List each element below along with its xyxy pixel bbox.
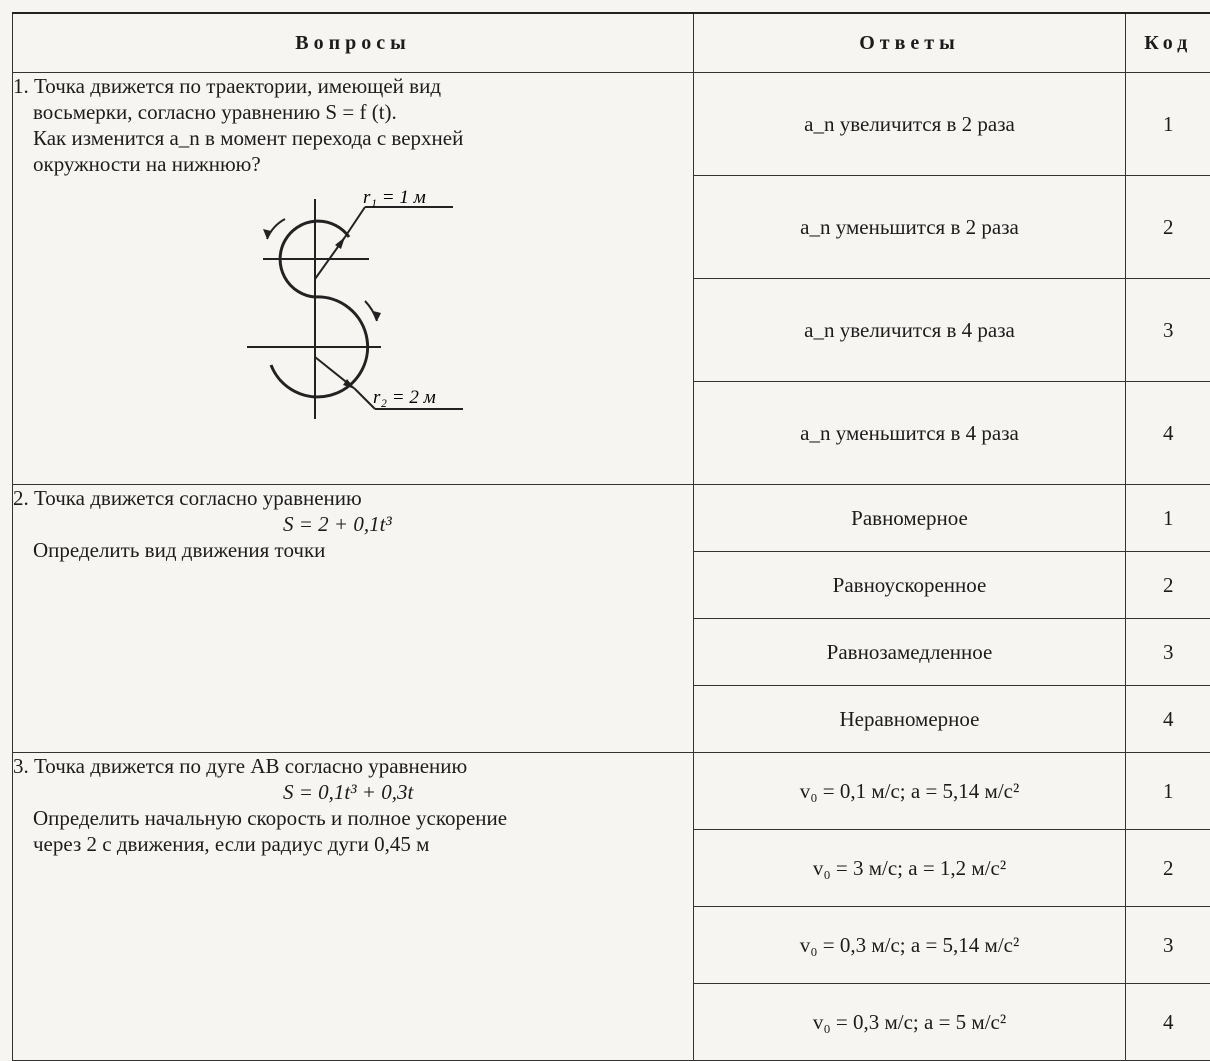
answer-text: v₀ = 0,3 м/с; a = 5,14 м/с² [800,933,1020,957]
table-row: 1. Точка движется по траектории, имеющей… [13,73,1210,176]
r2-label: r₂ = 2 м [373,387,436,408]
table-row: 3. Точка движется по дуге AB согласно ур… [13,753,1210,830]
question-2-line: Определить вид движения точки [13,537,693,563]
answer-text: Равнозамедленное [827,640,993,664]
trajectory-diagram: r₁ = 1 м r₂ = 2 м [13,179,673,434]
question-1: 1. Точка движется по траектории, имеющей… [13,73,694,485]
answer-text: Равномерное [851,506,968,530]
test-table: Вопросы Ответы Код 1. Точка движется по … [12,12,1210,1061]
r1-label: r₁ = 1 м [363,187,426,208]
answer-text: a_n увеличится в 2 раза [804,112,1015,136]
answer-option[interactable]: v₀ = 0,1 м/с; a = 5,14 м/с² [694,753,1126,830]
answer-code: 1 [1126,485,1210,552]
answer-code: 1 [1126,753,1210,830]
answer-text: a_n уменьшится в 2 раза [800,215,1019,239]
answer-text: a_n уменьшится в 4 раза [800,421,1019,445]
question-3-line: через 2 с движения, если радиус дуги 0,4… [13,831,693,857]
header-questions: Вопросы [13,13,694,73]
answer-code: 3 [1126,619,1210,686]
answer-text: v₀ = 3 м/с; a = 1,2 м/с² [813,856,1006,880]
answer-option[interactable]: a_n уменьшится в 2 раза [694,176,1126,279]
answer-option[interactable]: Равноускоренное [694,552,1126,619]
question-2-formula: S = 2 + 0,1t³ [13,511,693,537]
answer-code: 4 [1126,984,1210,1061]
answer-code: 2 [1126,176,1210,279]
answer-text: Равноускоренное [833,573,987,597]
answer-option[interactable]: Равномерное [694,485,1126,552]
answer-option[interactable]: v₀ = 0,3 м/с; a = 5 м/с² [694,984,1126,1061]
answer-option[interactable]: Неравномерное [694,686,1126,753]
header-answers: Ответы [694,13,1126,73]
header-row: Вопросы Ответы Код [13,13,1210,73]
question-1-line: 1. Точка движется по траектории, имеющей… [13,73,693,99]
answer-option[interactable]: v₀ = 3 м/с; a = 1,2 м/с² [694,830,1126,907]
answer-option[interactable]: v₀ = 0,3 м/с; a = 5,14 м/с² [694,907,1126,984]
question-1-line: окружности на нижнюю? [13,151,693,177]
question-2: 2. Точка движется согласно уравнению S =… [13,485,694,753]
answer-text: Неравномерное [840,707,980,731]
answer-text: v₀ = 0,1 м/с; a = 5,14 м/с² [800,779,1020,803]
header-code: Код [1126,13,1210,73]
answer-code: 3 [1126,907,1210,984]
question-3-line: 3. Точка движется по дуге AB согласно ур… [13,753,693,779]
answer-option[interactable]: a_n увеличится в 4 раза [694,279,1126,382]
answer-code: 2 [1126,552,1210,619]
question-3-line: Определить начальную скорость и полное у… [13,805,693,831]
table-row: 2. Точка движется согласно уравнению S =… [13,485,1210,552]
answer-code: 3 [1126,279,1210,382]
question-3-formula: S = 0,1t³ + 0,3t [13,779,693,805]
question-1-line: восьмерки, согласно уравнению S = f (t). [13,99,693,125]
answer-text: v₀ = 0,3 м/с; a = 5 м/с² [813,1010,1006,1034]
question-2-line: 2. Точка движется согласно уравнению [13,485,693,511]
answer-code: 4 [1126,382,1210,485]
answer-code: 1 [1126,73,1210,176]
answer-code: 2 [1126,830,1210,907]
answer-option[interactable]: Равнозамедленное [694,619,1126,686]
answer-option[interactable]: a_n уменьшится в 4 раза [694,382,1126,485]
answer-text: a_n увеличится в 4 раза [804,318,1015,342]
figure-eight-trajectory: r₁ = 1 м r₂ = 2 м [13,179,693,440]
question-3: 3. Точка движется по дуге AB согласно ур… [13,753,694,1061]
answer-option[interactable]: a_n увеличится в 2 раза [694,73,1126,176]
answer-code: 4 [1126,686,1210,753]
question-1-line: Как изменится a_n в момент перехода с ве… [13,125,693,151]
